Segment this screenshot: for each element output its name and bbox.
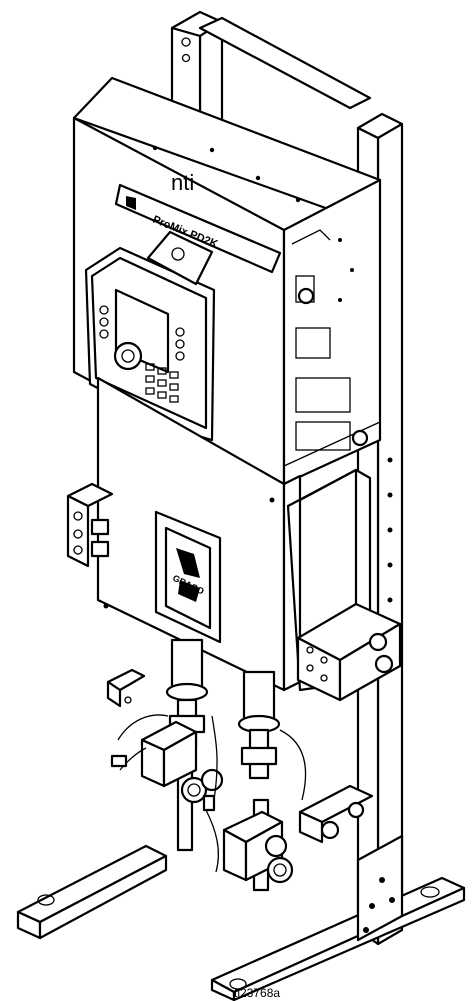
page-label-fragment: nti (171, 170, 195, 195)
figure-id: ti23768a (234, 986, 281, 1000)
left-manifold (66, 482, 114, 568)
color-valve-stack (286, 468, 402, 702)
base-feet (16, 834, 466, 1001)
pump-assembly (106, 638, 374, 892)
